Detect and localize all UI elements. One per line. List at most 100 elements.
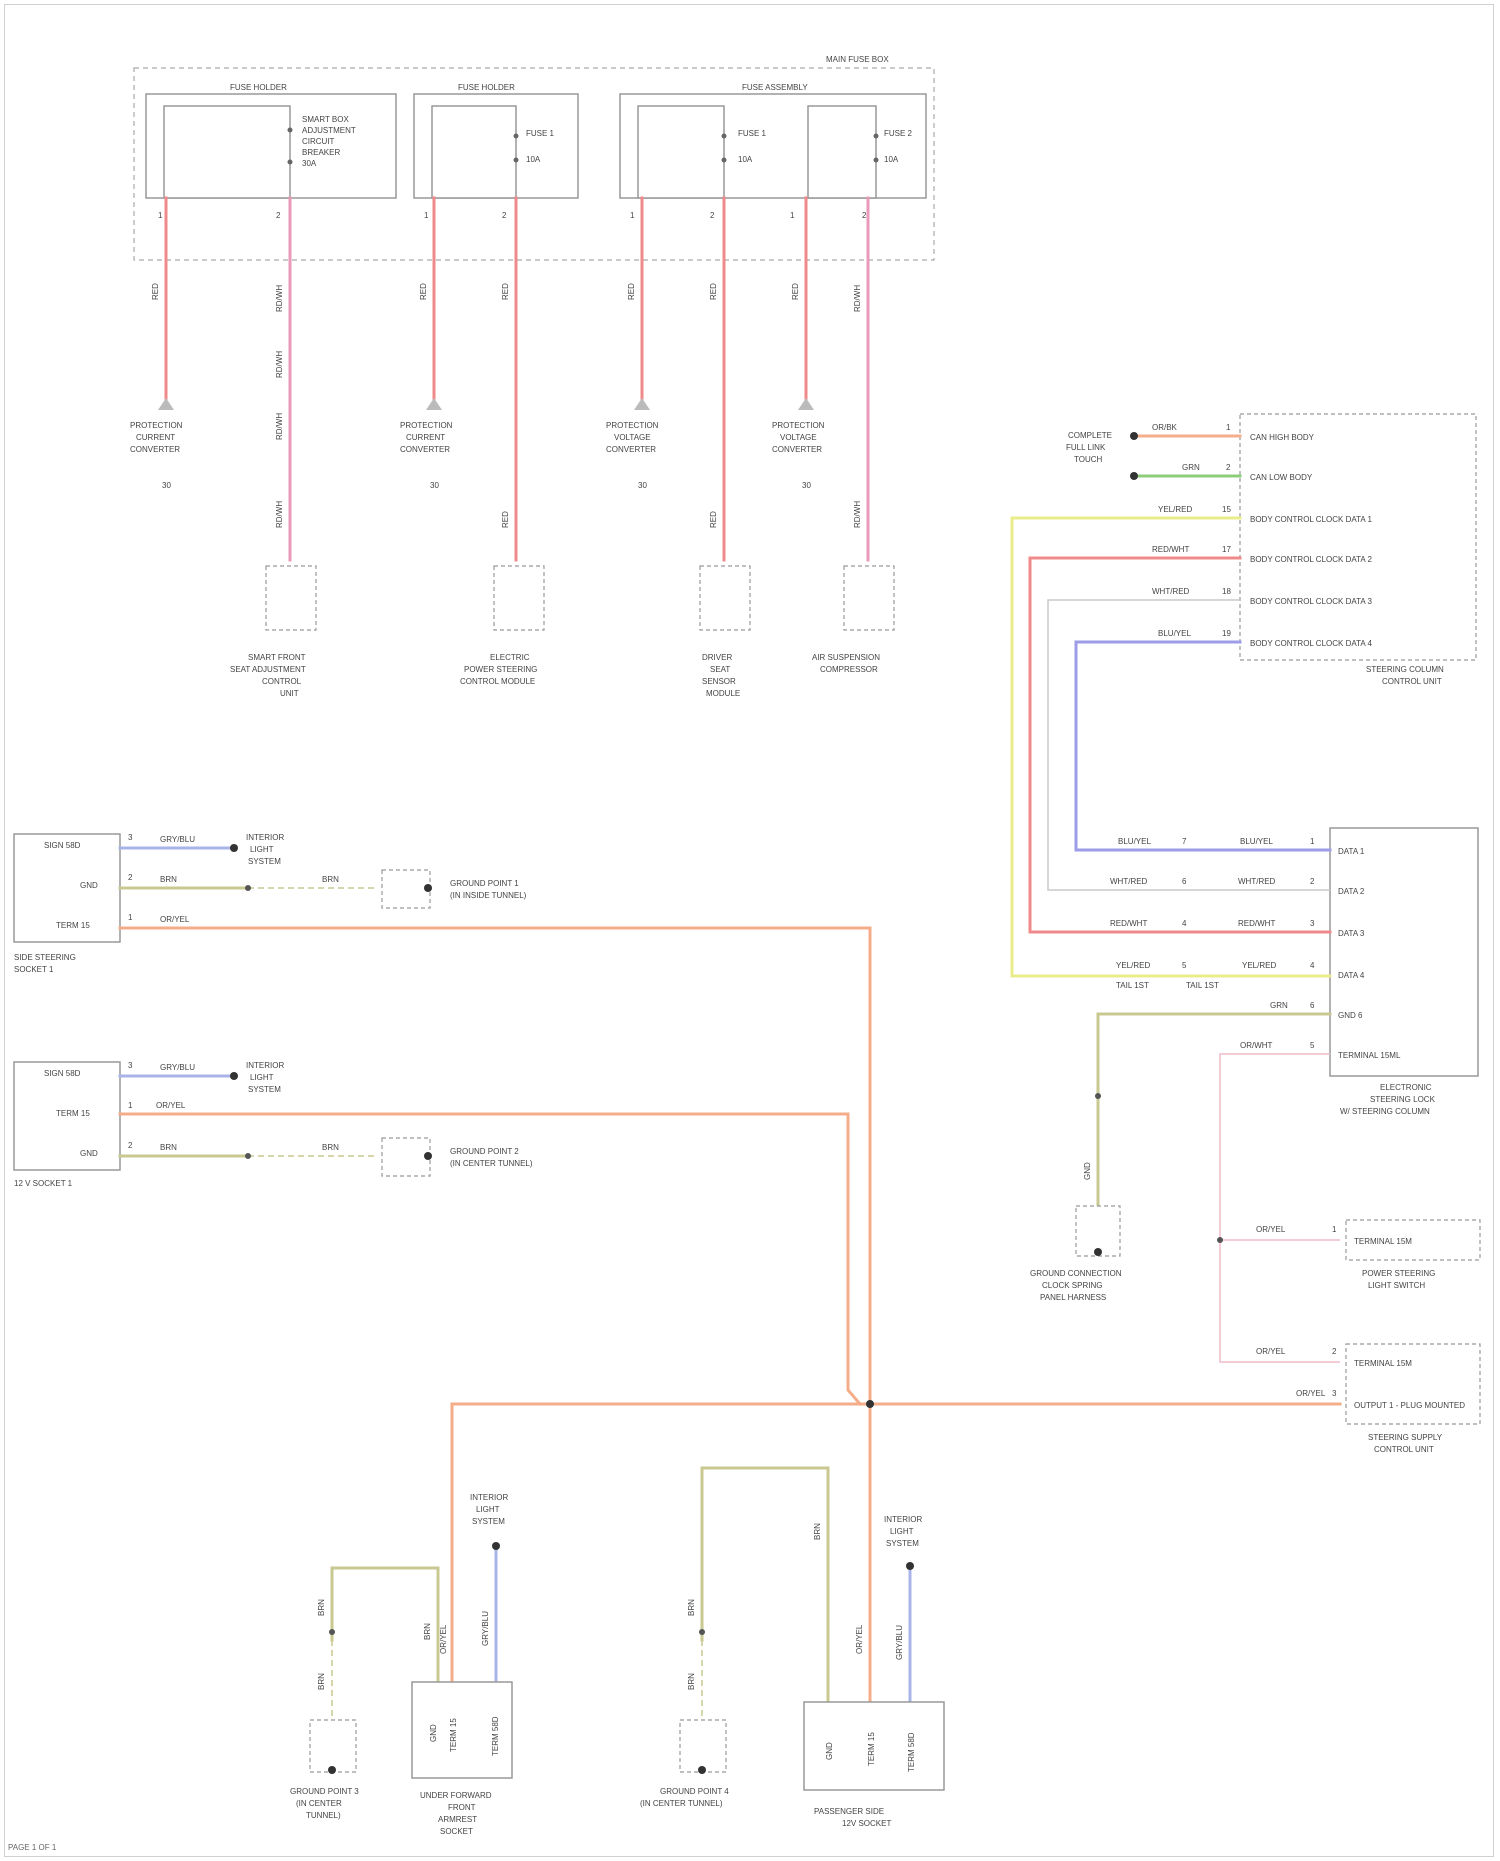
fuse-holder-2-inner: [432, 106, 516, 198]
fuse-symbol: [722, 158, 727, 163]
wire-color-label: GRY/BLU: [481, 1611, 490, 1646]
module-label: LIGHT SWITCH: [1368, 1281, 1425, 1290]
ground-device-label: PANEL HARNESS: [1040, 1293, 1106, 1302]
pin-name: BODY CONTROL CLOCK DATA 4: [1250, 639, 1373, 648]
wire-color-label: BRN: [160, 875, 177, 884]
splice-dot: [866, 1400, 874, 1408]
module-label: PASSENGER SIDE: [814, 1807, 884, 1816]
protection-connector-label: CURRENT: [406, 433, 445, 442]
light-pink-wire: [1220, 1240, 1340, 1362]
pin-wire-color: BLU/YEL: [1240, 837, 1273, 846]
external-label: LIGHT: [476, 1505, 500, 1514]
pin-name: TERMINAL 15M: [1354, 1237, 1412, 1246]
pin-wire-color: WHT/RED: [1110, 877, 1148, 886]
ground-terminal: [328, 1766, 336, 1774]
protection-connectors: PROTECTION CURRENT CONVERTER 30 PROTECTI…: [130, 398, 825, 490]
wire-color-label: BRN: [317, 1599, 326, 1616]
splice-dot: [699, 1629, 705, 1635]
device-label: SMART FRONT: [248, 653, 306, 662]
fuse-pin-number: 1: [158, 211, 163, 220]
terminal-dot: [906, 1562, 914, 1570]
pin-number: 5: [1310, 1041, 1315, 1050]
wire-color-label: GRY/BLU: [895, 1625, 904, 1660]
wire-color-label: GRY/BLU: [160, 1063, 195, 1072]
pin-wire-color: RED/WHT: [1152, 545, 1189, 554]
wire-color-label: RD/WH: [853, 285, 862, 312]
pin-number: 1: [128, 1101, 133, 1110]
ground-label: GROUND POINT 4: [660, 1787, 729, 1796]
module-label: 12V SOCKET: [842, 1819, 891, 1828]
pin-name: DATA 3: [1338, 929, 1365, 938]
steering-column-module-outline: [1240, 414, 1476, 660]
pin-name: GND 6: [1338, 1011, 1363, 1020]
fuse-holder-2-title: FUSE HOLDER: [458, 83, 515, 92]
connector-symbol: [798, 398, 814, 410]
pin-number: 2: [128, 873, 133, 882]
pin-number: 1: [1310, 837, 1315, 846]
page-reference: PAGE 1 OF 1: [8, 1843, 56, 1852]
fuse-1-label-line: BREAKER: [302, 148, 340, 157]
pin-name: GND: [80, 1149, 98, 1158]
external-label: INTERIOR: [246, 833, 284, 842]
protection-connector-label: VOLTAGE: [780, 433, 817, 442]
ground-terminal: [698, 1766, 706, 1774]
ground-label: TUNNEL): [306, 1811, 341, 1820]
splice-dot: [245, 885, 251, 891]
fuse-pin-number: 2: [502, 211, 507, 220]
pin-number: 2: [1226, 463, 1231, 472]
fuse-holder-1-title: FUSE HOLDER: [230, 83, 287, 92]
terminal-dot: [230, 1072, 238, 1080]
connector-symbol: [426, 398, 442, 410]
wire-color-label: BRN: [687, 1599, 696, 1616]
smart-seat-control-unit-box: [266, 566, 316, 630]
ground-point-box: [382, 870, 430, 908]
splice-label: TAIL 1ST: [1186, 981, 1219, 990]
olive-wire: [1098, 1014, 1330, 1210]
pin-name: TERM 58D: [907, 1732, 916, 1772]
ground-label: GROUND POINT 2: [450, 1147, 519, 1156]
module-label: 12 V SOCKET 1: [14, 1179, 73, 1188]
power-steering-module-box: [494, 566, 544, 630]
pin-number: 3: [1310, 919, 1315, 928]
fuse-1-label-line: CIRCUIT: [302, 137, 335, 146]
pin-wire-color: RED/WHT: [1238, 919, 1275, 928]
protection-connector-label: PROTECTION: [772, 421, 825, 430]
protection-connector-pin: 30: [638, 481, 647, 490]
protection-connector-label: CONVERTER: [772, 445, 822, 454]
fuse-symbol: [874, 158, 879, 163]
wire-color-label: OR/YEL: [1256, 1225, 1286, 1234]
wire-color-label: RED: [709, 511, 718, 528]
pin-wire-color: BLU/YEL: [1118, 837, 1151, 846]
pin-wire-color: WHT/RED: [1152, 587, 1190, 596]
splice-dot: [329, 1629, 335, 1635]
pin-wire-color: YEL/RED: [1116, 961, 1150, 970]
external-label: LIGHT: [250, 845, 274, 854]
device-label: CONTROL MODULE: [460, 677, 535, 686]
ground-terminal: [424, 1152, 432, 1160]
protection-connector-label: CONVERTER: [606, 445, 656, 454]
module-label: FRONT: [448, 1803, 476, 1812]
ground-label: (IN CENTER: [296, 1799, 342, 1808]
protection-connector-label: VOLTAGE: [614, 433, 651, 442]
wire-color-label: BRN: [813, 1523, 822, 1540]
fuse-2-label-line: 10A: [526, 155, 541, 164]
pin-number: 6: [1182, 877, 1187, 886]
external-label: INTERIOR: [884, 1515, 922, 1524]
pin-name: BODY CONTROL CLOCK DATA 2: [1250, 555, 1373, 564]
protection-connector-label: CURRENT: [136, 433, 175, 442]
terminal-dot: [492, 1542, 500, 1550]
fuse-pin-number: 1: [630, 211, 635, 220]
connector-symbol: [634, 398, 650, 410]
pin-number: 5: [1182, 961, 1187, 970]
pin-wire-color: GRN: [1182, 463, 1200, 472]
pin-name: TERM 15: [449, 1718, 458, 1752]
module-label: UNDER FORWARD: [420, 1791, 492, 1800]
pin-number: 2: [1332, 1347, 1337, 1356]
fuse-1-label-line: 30A: [302, 159, 317, 168]
wire-color-label: RD/WH: [275, 501, 284, 528]
wire-color-label: OR/YEL: [1256, 1347, 1286, 1356]
pin-number: 3: [128, 833, 133, 842]
pin-wire-color: WHT/RED: [1238, 877, 1276, 886]
